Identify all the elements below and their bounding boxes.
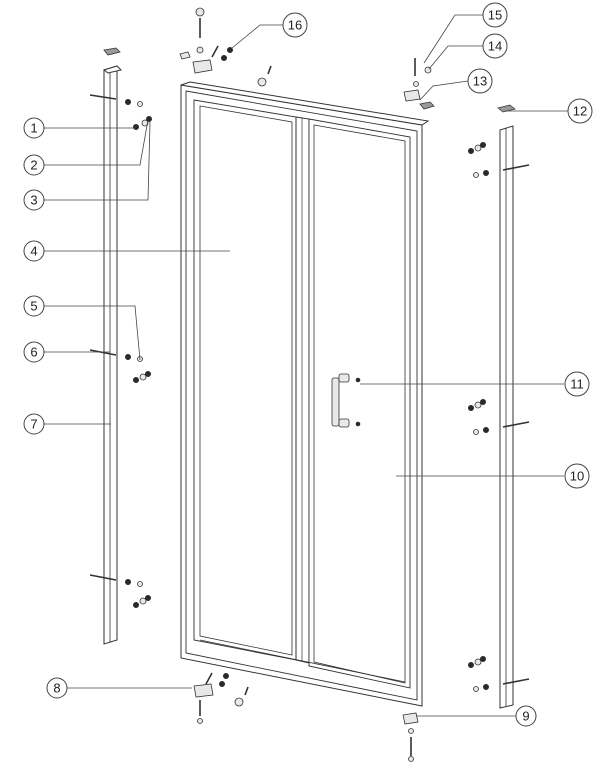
top-left-pivot-hardware — [179, 7, 272, 87]
callout-9: 9 — [515, 705, 537, 727]
callout-label: 3 — [30, 193, 37, 208]
callout-10: 10 — [564, 463, 590, 489]
callout-label: 13 — [473, 74, 487, 89]
callout-leader-lines — [44, 14, 568, 717]
callout-label: 10 — [570, 469, 584, 484]
callout-label: 7 — [30, 417, 37, 432]
callout-5: 5 — [23, 295, 45, 317]
bottom-right-pivot-hardware — [402, 712, 419, 762]
right-fixing-set-middle — [468, 399, 530, 435]
callout-label: 14 — [488, 39, 502, 54]
right-fixing-set-bottom — [468, 656, 530, 692]
callout-label: 5 — [30, 299, 37, 314]
callout-label: 4 — [30, 244, 37, 259]
callout-label: 6 — [30, 345, 37, 360]
left-fixing-set-bottom — [89, 574, 151, 608]
callout-6: 6 — [23, 341, 45, 363]
callout-label: 16 — [288, 18, 302, 33]
right-fixing-set-top — [468, 142, 530, 178]
left-fixing-set-middle — [89, 349, 151, 383]
top-right-pivot-hardware — [403, 58, 435, 110]
center-hinge-profile — [295, 116, 310, 664]
callout-label: 11 — [570, 377, 584, 392]
callout-label: 8 — [53, 681, 60, 696]
callout-label: 2 — [30, 158, 37, 173]
callout-3: 3 — [23, 189, 45, 211]
callout-13: 13 — [467, 68, 493, 94]
callout-label: 12 — [573, 104, 587, 119]
right-glass-panel — [308, 118, 411, 689]
left-profile-end-cap — [103, 47, 121, 56]
callout-11: 11 — [564, 371, 590, 397]
bottom-left-pivot-hardware — [193, 672, 249, 724]
callout-label: 15 — [488, 8, 502, 23]
left-fixing-set-top — [89, 94, 152, 130]
callout-15: 15 — [482, 2, 508, 28]
door-bottom-rail — [199, 639, 406, 683]
right-wall-profile — [499, 125, 514, 709]
right-profile-end-cap — [497, 104, 516, 113]
left-wall-profile — [102, 65, 122, 645]
callout-7: 7 — [23, 413, 45, 435]
callout-16: 16 — [282, 12, 308, 38]
callout-8: 8 — [46, 677, 68, 699]
callout-4: 4 — [23, 240, 45, 262]
callout-14: 14 — [482, 33, 508, 59]
callout-label: 9 — [522, 709, 529, 724]
left-glass-panel — [193, 99, 297, 661]
callout-1: 1 — [23, 117, 45, 139]
callout-label: 1 — [30, 121, 37, 136]
door-handle — [331, 373, 361, 428]
callout-2: 2 — [23, 154, 45, 176]
callout-12: 12 — [567, 98, 593, 124]
